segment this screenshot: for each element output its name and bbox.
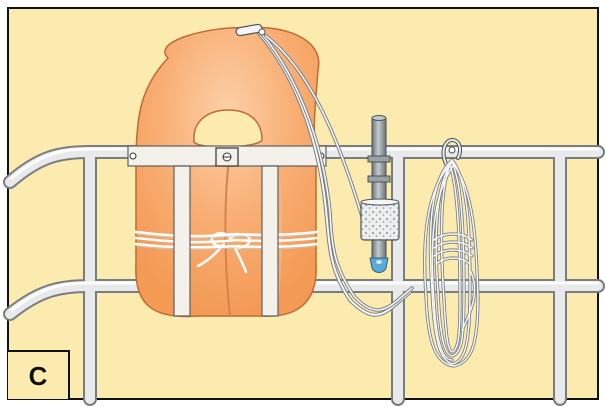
coiled-throwing-line — [423, 137, 480, 368]
lanyard-line — [235, 23, 414, 317]
waist-cord — [134, 230, 318, 274]
rail-hook — [441, 137, 462, 166]
man-overboard-light — [360, 115, 400, 273]
boat-rail — [3, 145, 605, 406]
life-jacket — [134, 26, 320, 318]
panel-label-box: C — [8, 350, 70, 399]
panel-label: C — [28, 360, 48, 391]
jacket-strap — [127, 145, 327, 317]
